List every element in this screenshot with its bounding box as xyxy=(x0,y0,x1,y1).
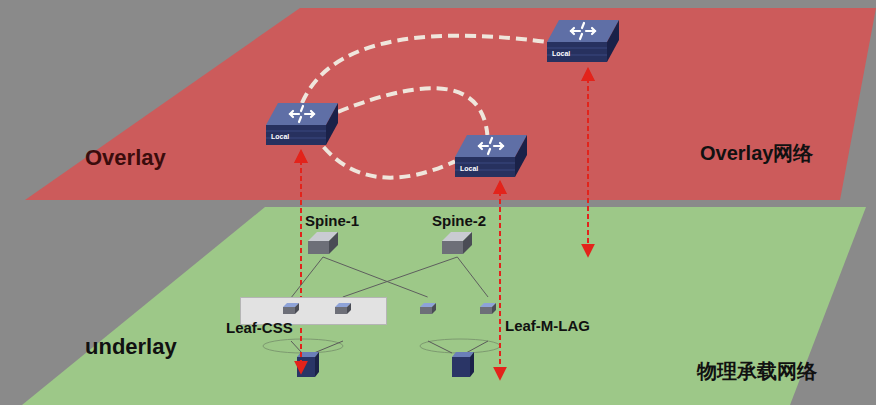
router-label: Local xyxy=(271,133,289,140)
physical-link xyxy=(343,257,458,297)
network-plane: OverlayOverlay网络LocalLocalLocal xyxy=(0,8,876,200)
router-icon xyxy=(266,103,338,147)
switch-label: Spine-1 xyxy=(305,212,359,229)
router-icon xyxy=(455,135,527,179)
switch-node: Spine-2 xyxy=(430,212,500,257)
switch-icon xyxy=(420,303,436,316)
switch-label: Spine-2 xyxy=(432,212,486,229)
physical-link xyxy=(323,257,428,297)
plane-label: Overlay xyxy=(85,145,166,171)
switch-label: Leaf-CSS xyxy=(226,319,293,336)
router-node: Local xyxy=(266,103,338,147)
switch-icon xyxy=(335,303,351,316)
switch-node: Spine-1 xyxy=(302,212,377,257)
plane-label: 物理承载网络 xyxy=(697,358,817,385)
network-plane: underlay 物理承载网络 Spine-1 Spine-2Leaf-CSS Leaf… xyxy=(0,207,876,405)
plane-label: Overlay网络 xyxy=(700,140,813,167)
overlay-tunnel xyxy=(324,147,455,178)
plane-label: underlay xyxy=(85,334,177,360)
overlay-tunnel xyxy=(302,36,547,103)
switch-node: Leaf-M-LAG xyxy=(412,297,607,339)
switch-icon xyxy=(480,303,496,316)
router-label: Local xyxy=(460,165,478,172)
switch-icon xyxy=(308,232,338,256)
physical-link xyxy=(457,257,488,297)
overlay-tunnel xyxy=(338,88,487,135)
router-icon xyxy=(547,20,619,64)
router-node: Local xyxy=(547,20,619,64)
router-label: Local xyxy=(552,50,570,57)
switch-icon xyxy=(283,303,299,316)
switch-node: Leaf-CSS xyxy=(224,297,389,339)
switch-icon xyxy=(442,232,472,256)
router-node: Local xyxy=(455,135,527,179)
physical-link xyxy=(292,257,323,297)
switch-label: Leaf-M-LAG xyxy=(505,317,590,334)
